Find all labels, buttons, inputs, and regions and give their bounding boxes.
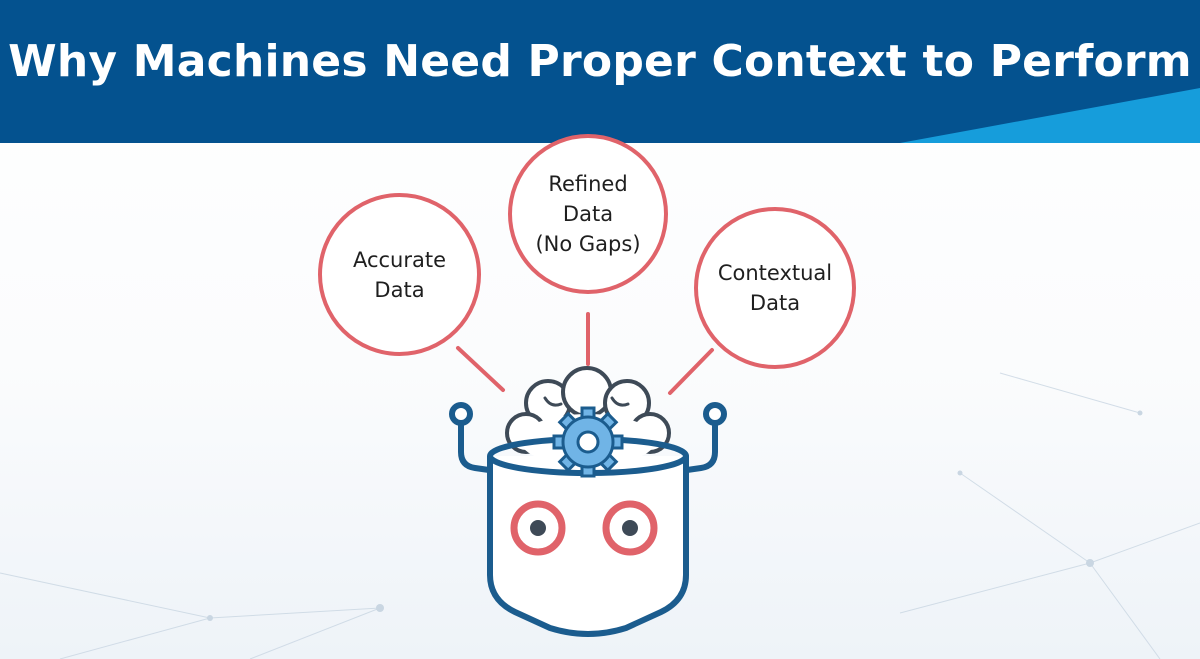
bubble-accurate-data: Accurate Data <box>318 193 481 356</box>
header-banner: Why Machines Need Proper Context to Perf… <box>0 0 1200 143</box>
right-antenna <box>684 421 718 473</box>
left-antenna-tip <box>449 402 473 426</box>
bubble-contextual-label: Contextual Data <box>717 261 833 315</box>
background-network <box>0 372 1200 659</box>
connector-accurate <box>456 346 505 392</box>
bubble-accurate-label: Accurate Data <box>352 247 447 302</box>
bubble-contextual-data: Contextual Data <box>694 207 856 369</box>
right-antenna-tip <box>703 402 727 426</box>
left-antenna <box>458 421 492 473</box>
head-outline <box>487 456 689 637</box>
page-title: Why Machines Need Proper Context to Perf… <box>8 36 1192 87</box>
connector-contextual <box>668 348 714 395</box>
header-accent-wedge <box>900 88 1200 143</box>
bubble-refined-label: Refined Data (No Gaps) <box>535 172 641 256</box>
gear-icon <box>552 406 624 478</box>
bubble-refined-data: Refined Data (No Gaps) <box>508 134 668 294</box>
left-eye <box>510 500 566 556</box>
right-eye <box>602 500 658 556</box>
